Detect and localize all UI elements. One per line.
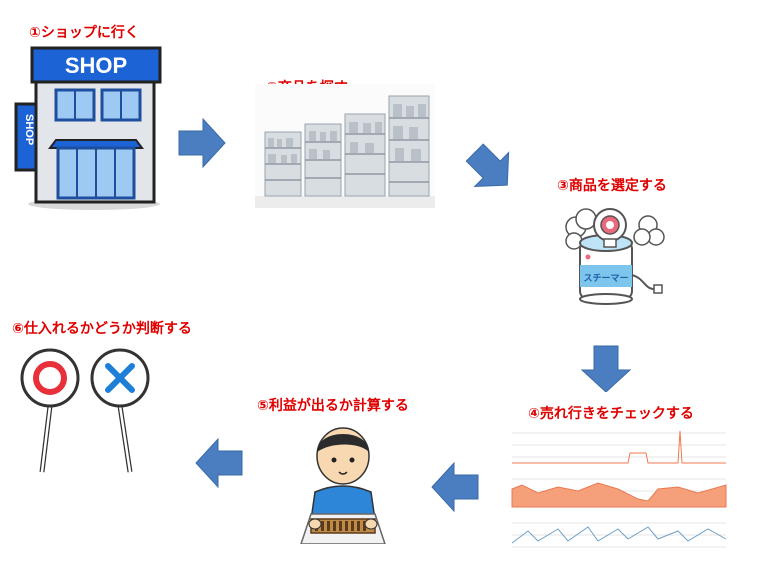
arrow-step4-to-step5 xyxy=(431,461,479,513)
yes-no-paddles xyxy=(20,348,150,473)
arrow-step2-to-step3 xyxy=(466,143,510,188)
step-5-label: ⑤利益が出るか計算する xyxy=(257,398,409,414)
step-3-label: ③商品を選定する xyxy=(557,178,667,194)
shop-side-sign: SHOP xyxy=(23,114,35,145)
steamer-illustration: スチーマー xyxy=(565,208,665,305)
sales-ranking-charts xyxy=(498,423,738,551)
arrow-step3-to-step4 xyxy=(581,345,632,392)
step-6-label: ⑥仕入れるかどうか判断する xyxy=(12,321,192,337)
shop-illustration: SHOP SHOP xyxy=(14,46,162,210)
circle-paddle xyxy=(20,348,80,473)
cross-paddle xyxy=(90,348,150,473)
steamer-label: スチーマー xyxy=(583,273,628,284)
step-4-label: ④売れ行きをチェックする xyxy=(528,406,694,422)
shop-sign: SHOP xyxy=(65,53,127,78)
store-shelves-image xyxy=(255,84,435,208)
step-1-label: ①ショップに行く xyxy=(29,25,139,41)
calculating-person-illustration xyxy=(300,427,386,544)
arrow-step5-to-step6 xyxy=(195,437,243,489)
arrow-step1-to-step2 xyxy=(178,117,226,169)
